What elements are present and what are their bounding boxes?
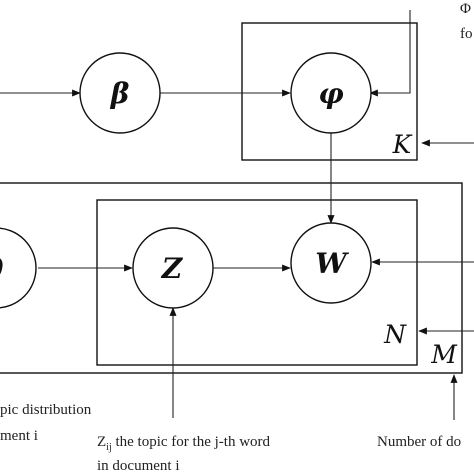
node-w-label: W: [315, 247, 349, 280]
node-theta-label: θ: [0, 253, 4, 286]
annotation-theta-line2: ment i: [0, 428, 38, 444]
node-w-circle: [290, 222, 372, 304]
plate-documents: [0, 182, 463, 374]
node-theta-circle: [0, 227, 37, 309]
node-beta: β: [79, 52, 161, 134]
node-beta-label: β: [110, 77, 130, 110]
annotation-theta-line1: pic distribution: [0, 402, 92, 418]
annotation-z-subscript: ij: [106, 442, 112, 453]
annotation-phi-line2: fo: [460, 26, 473, 42]
annotation-num-docs: Number of do: [377, 434, 461, 450]
node-theta: θ: [0, 227, 37, 309]
node-z-circle: [132, 227, 214, 309]
edge-phi-annotation: [369, 10, 411, 97]
plate-topics: [241, 22, 418, 161]
plate-k-label: K: [392, 130, 413, 159]
node-phi: φ: [290, 52, 372, 134]
annotation-z-line1: Zij the topic for the j-th word: [97, 434, 271, 453]
node-beta-circle: [79, 52, 161, 134]
annotation-z-prefix: Z: [97, 434, 106, 450]
node-z-label: Z: [161, 252, 184, 285]
plate-words: [96, 199, 418, 366]
annotation-z-line2: in document i: [97, 458, 180, 474]
plate-n-label: N: [383, 320, 407, 349]
annotation-z-line1-rest: the topic for the j-th word: [112, 434, 271, 450]
annotation-phi-line1: Φ: [460, 1, 471, 17]
node-w: W: [290, 222, 372, 304]
node-z: Z: [132, 227, 214, 309]
plate-m-label: M: [430, 340, 458, 369]
node-phi-circle: [290, 52, 372, 134]
node-phi-label: φ: [318, 77, 344, 110]
